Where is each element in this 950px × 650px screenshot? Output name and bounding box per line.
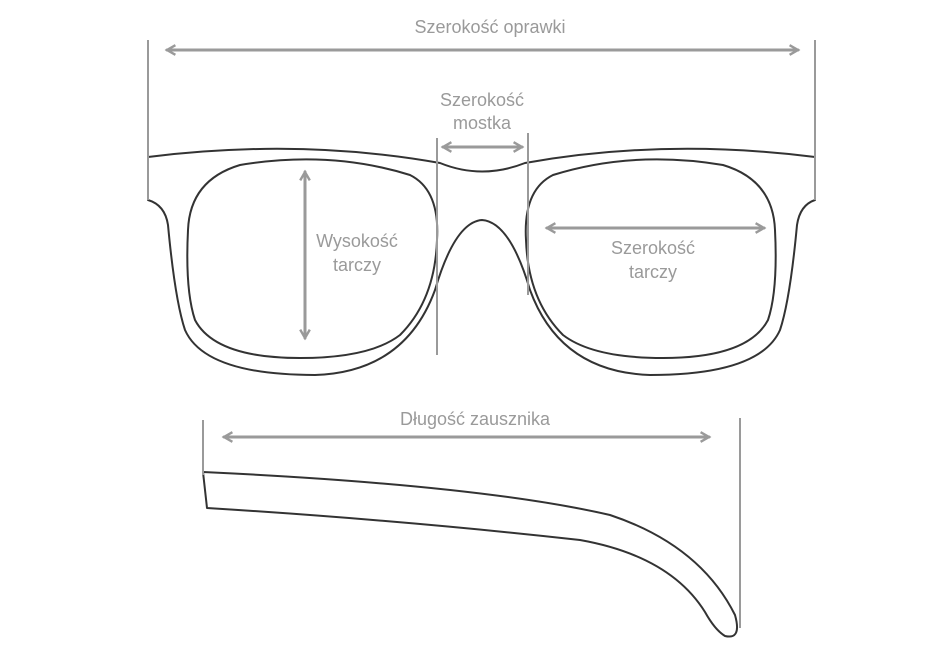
temple-length-label: Długość zausznika	[400, 409, 551, 429]
lens-width-label-1: Szerokość	[611, 238, 695, 258]
temple-arm	[202, 471, 738, 638]
frame-front	[147, 147, 816, 376]
lens-height-label-1: Wysokość	[316, 231, 398, 251]
frame-outline	[147, 147, 816, 376]
right-lens	[524, 158, 777, 359]
bridge-width-label-2: mostka	[453, 113, 512, 133]
left-lens	[186, 158, 439, 359]
lens-height-label-2: tarczy	[333, 255, 381, 275]
frame-width-label: Szerokość oprawki	[414, 17, 565, 37]
bridge-width-label-1: Szerokość	[440, 90, 524, 110]
lens-width-label-2: tarczy	[629, 262, 677, 282]
